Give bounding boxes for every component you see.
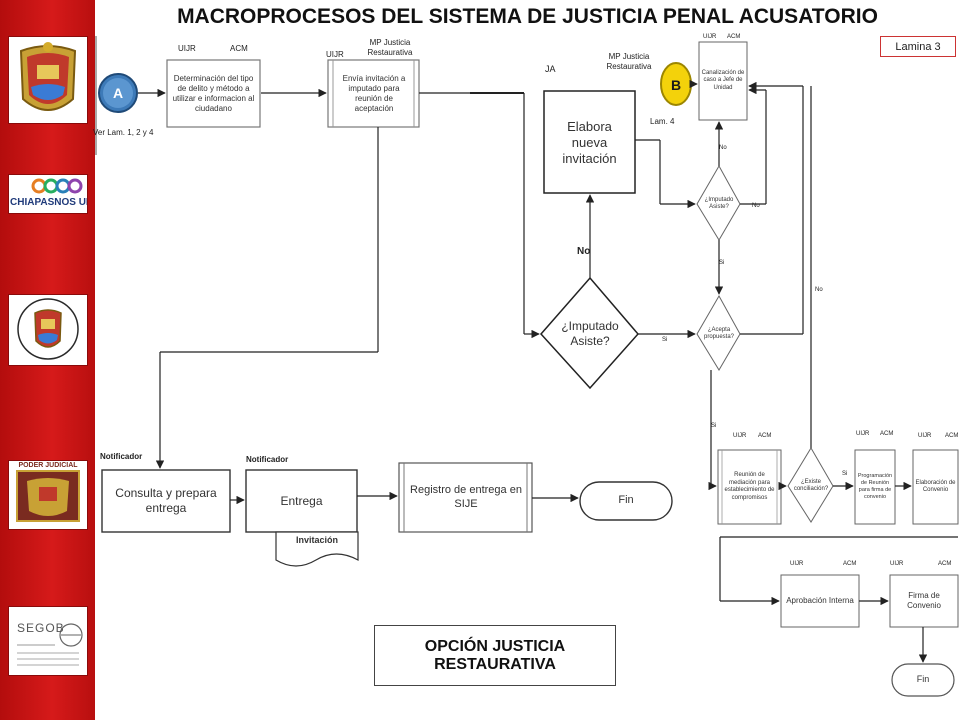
poder-judicial-caption: PODER JUDICIAL [18,462,78,469]
entrega-shape [245,469,358,533]
lane-label: UIJR [178,44,196,53]
acepta-propuesta-shape [696,294,741,371]
lane-label: UIJR [890,561,904,567]
segob-caption: SEGOB [17,621,65,635]
canalizacion-shape [698,41,748,121]
lane-label: ACM [945,433,959,439]
lane-label: JA [545,64,556,74]
lane-label: MP Justicia Restaurativa [606,52,652,71]
existe-conciliacion-box: ¿Existe conciliación? [793,478,829,493]
edge-label-no: No [752,203,760,209]
registro-sije-shape [398,462,533,533]
connector-b-note: Lam. 4 [650,117,675,126]
opcion-line-1: OPCIÓN JUSTICIA [424,637,566,655]
edge-label-no: No [577,246,591,257]
consulta-prepara-shape [101,469,231,533]
firma-convenio-box: Firma de Convenio [907,591,941,610]
edge-label-si: Si [662,337,668,343]
lane-label: Notificador [100,452,143,461]
aprobacion-interna-box: Aprobación Interna [786,596,854,605]
opcion-line-2: RESTAURATIVA [434,655,556,673]
fin-1-box: Fin [618,494,634,507]
lamina-badge: Lamina 3 [880,36,956,57]
edge-label-no: No [815,287,823,293]
reunion-mediacion-box: Reunión de mediación para establecimient… [724,472,775,501]
imputado-asiste-small-box: ¿Imputado Asiste? [704,196,734,211]
elaboracion-convenio-shape [912,449,959,525]
lane-label: ACM [727,34,741,40]
fin-2-box: Fin [916,674,930,685]
lane-label: ACM [938,561,952,567]
envia-invitacion-shape [327,59,420,128]
connector-b-label[interactable]: B [670,77,682,93]
fin-2-shape [891,663,955,697]
connector-a-label[interactable]: A [112,85,124,101]
edge-label-no: No [719,145,727,151]
elaboracion-convenio-box: Elaboración de Convenio [915,479,956,494]
fin-1-shape [579,481,673,521]
edge-label-si: Si [842,471,848,477]
invitacion-doc-box: Invitación [295,535,338,546]
determinacion-shape [166,59,261,128]
lane-label: UIJR [733,433,747,439]
opcion-justicia-restaurativa: OPCIÓN JUSTICIA RESTAURATIVA [374,625,616,686]
lane-label: Notificador [246,455,289,464]
programacion-shape [854,449,896,525]
entrega-box: Entrega [280,493,323,508]
lane-label: UIJR [326,50,344,59]
firma-convenio-shape [889,574,959,628]
segob-logo: SEGOB [8,606,88,676]
lane-label: UIJR [856,431,870,437]
chiapas-coat-of-arms-logo [8,36,88,124]
sidebar: CHIAPASNOS UNE PODER JUDICIAL SEGOB [0,0,95,720]
poder-judicial-logo: PODER JUDICIAL [8,460,88,530]
reunion-mediacion-shape [717,449,782,525]
programacion-box: Programación de Reunión para firma de co… [857,473,893,500]
connector-a-note: Ver Lam. 1, 2 y 4 [93,128,154,137]
page-title: MACROPROCESOS DEL SISTEMA DE JUSTICIA PE… [177,5,878,28]
imputado-asiste-big-box: ¿Imputado Asiste? [561,319,619,348]
envia-invitacion-box: Envía invitación a imputado para reunión… [342,73,406,113]
existe-conciliacion-shape [787,447,834,523]
lane-label: ACM [758,433,772,439]
lane-label: UIJR [918,433,932,439]
edge-label-si: Si [711,423,717,429]
canalizacion-box: Canalización de caso a Jefe de Unidad [701,69,745,91]
chiapas-nos-une-logo: CHIAPASNOS UNE [8,174,88,214]
elabora-nueva-box: Elabora nueva invitación [562,118,617,167]
acepta-propuesta-box: ¿Acepta propuesta? [703,326,735,341]
lane-label: ACM [880,431,894,437]
determinacion-box: Determinación del tipo de delito y métod… [172,73,255,113]
registro-sije-box: Registro de entrega en SIJE [410,483,522,510]
invitacion-doc-shape [275,531,359,567]
consulta-prepara-box: Consulta y prepara entrega [115,486,217,515]
edge-label-si: Si [719,260,725,266]
lane-label: UIJR [790,561,804,567]
lane-label: ACM [230,44,248,53]
chiapas-nos-une-caption: CHIAPASNOS UNE [10,197,87,208]
imputado-asiste-big-shape [539,276,639,390]
congreso-chiapas-logo [8,294,88,366]
lane-label: UIJR [703,34,717,40]
lane-label: ACM [843,561,857,567]
lane-label: MP Justicia Restaurativa [367,38,413,57]
elabora-nueva-shape [543,90,636,194]
